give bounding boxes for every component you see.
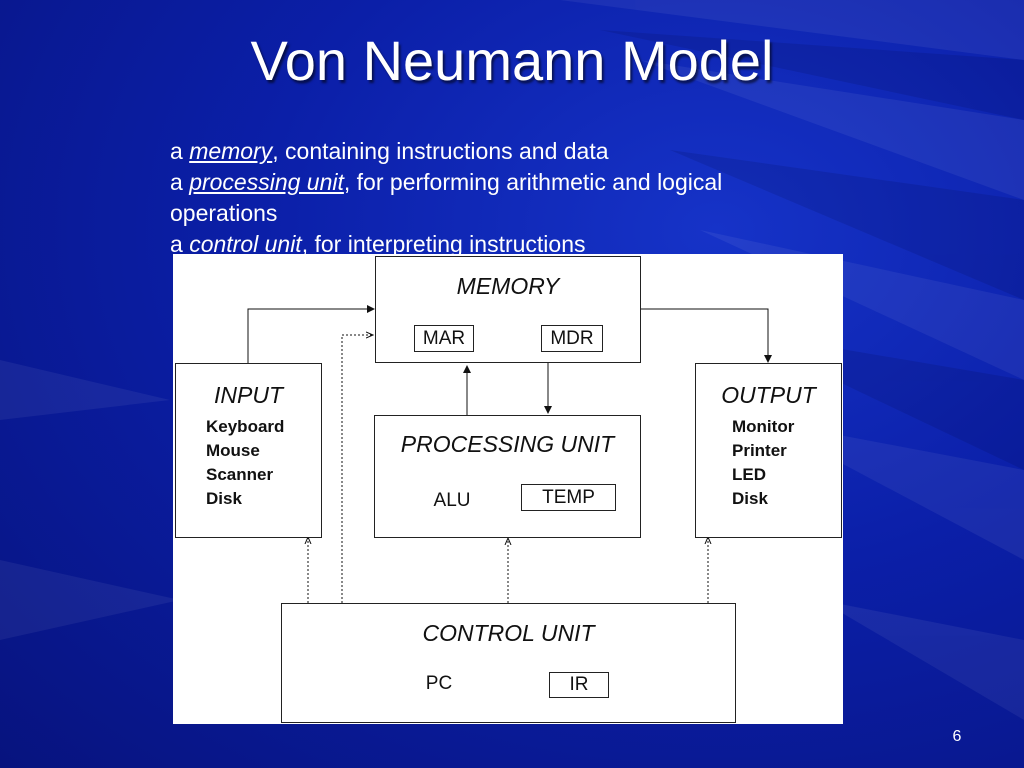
pc-label: PC	[425, 673, 453, 694]
input-device-list: Keyboard Mouse Scanner Disk	[206, 415, 284, 511]
memory-to-output-arrow	[641, 308, 772, 363]
memory-link[interactable]: memory	[189, 138, 273, 164]
bullet-list: a memory, containing instructions and da…	[170, 136, 850, 260]
memory-title: MEMORY	[456, 273, 560, 299]
bullet-processing-unit: a processing unit, for performing arithm…	[170, 167, 850, 198]
bullet-prefix: a	[170, 138, 190, 164]
page-title: Von Neumann Model	[250, 29, 774, 92]
processing-unit-title: PROCESSING UNIT	[400, 431, 615, 457]
memory-box: MEMORY MAR MDR	[375, 256, 641, 363]
control-unit-box: CONTROL UNIT IR	[281, 603, 736, 723]
input-device-mouse: Mouse	[206, 441, 260, 460]
processing-unit-link[interactable]: processing unit	[189, 169, 344, 195]
mar-register: MAR	[414, 325, 474, 352]
temp-register: TEMP	[521, 484, 616, 511]
control-to-memory-dotted-arrow	[341, 335, 373, 603]
input-device-disk: Disk	[206, 489, 242, 508]
bullet-continuation: operations	[170, 198, 850, 229]
output-box: OUTPUT Monitor Printer LED Disk	[695, 363, 842, 538]
control-unit-title: CONTROL UNIT	[422, 620, 595, 646]
alu-label: ALU	[433, 490, 471, 511]
output-title: OUTPUT	[721, 382, 816, 408]
output-device-led: LED	[732, 465, 766, 484]
bullet-text: , containing instructions and data	[272, 138, 609, 164]
bullet-text: , for interpreting instructions	[301, 231, 586, 257]
input-device-scanner: Scanner	[206, 465, 274, 484]
page-number: 6	[952, 728, 962, 745]
bullet-text: , for performing arithmetic and logical	[343, 169, 723, 195]
bullet-control-unit: a control unit, for interpreting instruc…	[170, 229, 850, 260]
input-title: INPUT	[214, 382, 283, 408]
control-unit-link[interactable]: control unit	[189, 231, 302, 257]
input-to-memory-arrow	[247, 305, 375, 363]
output-device-printer: Printer	[732, 441, 787, 460]
output-device-disk: Disk	[732, 489, 768, 508]
bullet-prefix: a	[170, 169, 190, 195]
mdr-register: MDR	[541, 325, 603, 352]
output-device-list: Monitor Printer LED Disk	[732, 415, 794, 511]
input-device-keyboard: Keyboard	[206, 417, 285, 436]
input-box: INPUT Keyboard Mouse Scanner Disk	[175, 363, 322, 538]
bullet-prefix: a	[170, 231, 190, 257]
output-device-monitor: Monitor	[732, 417, 795, 436]
bullet-text: operations	[170, 200, 278, 226]
processing-unit-box: PROCESSING UNIT TEMP	[374, 415, 641, 538]
ir-register: IR	[549, 672, 609, 698]
bullet-memory: a memory, containing instructions and da…	[170, 136, 850, 167]
von-neumann-diagram: MEMORY MAR MDR INPUT Keyboard Mouse Scan…	[173, 254, 843, 724]
